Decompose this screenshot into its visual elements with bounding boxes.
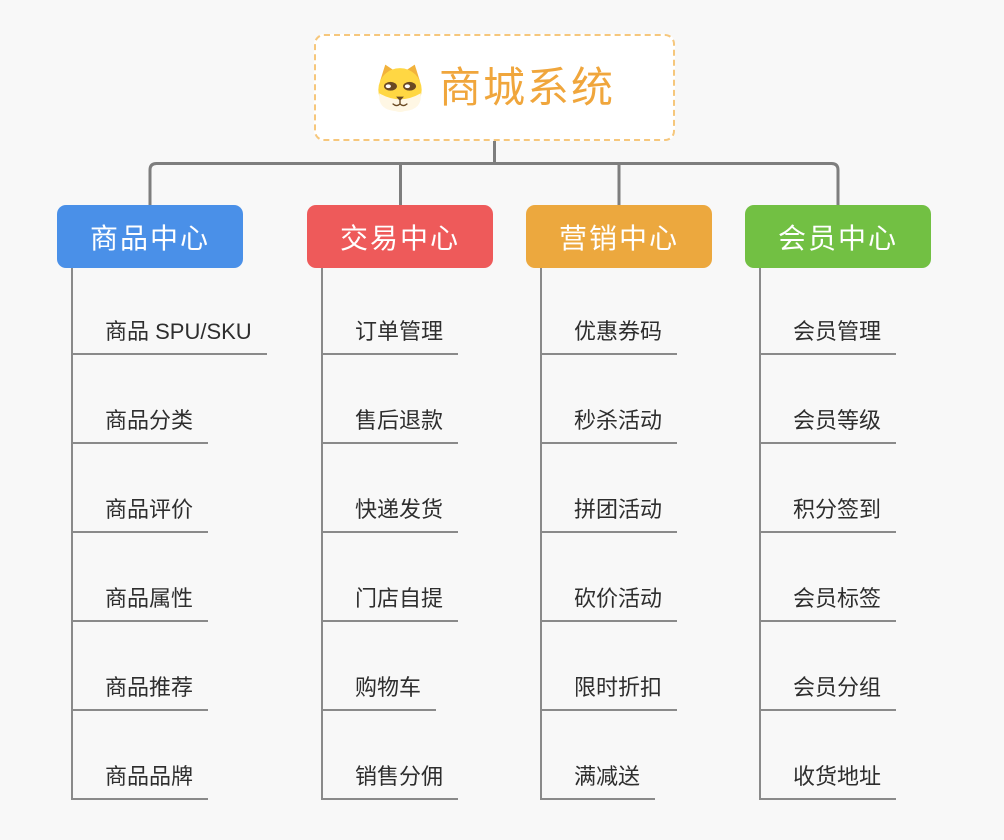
branch-label: 会员中心: [777, 222, 898, 254]
subtopic[interactable]: 优惠券码: [540, 314, 678, 355]
branch-children-product-center: 商品 SPU/SKU 商品分类 商品评价 商品属性 商品推荐 商品品牌: [71, 268, 321, 800]
subtopic-row: 积分签到: [759, 444, 1004, 533]
subtopic-row: 限时折扣: [540, 622, 790, 711]
subtopic-row: 会员分组: [759, 622, 1004, 711]
subtopic-row: 订单管理: [321, 268, 571, 355]
root-topic[interactable]: 商城系统: [314, 34, 675, 141]
subtopic[interactable]: 商品分类: [71, 403, 209, 444]
subtopic-row: 商品分类: [71, 355, 321, 444]
branch-label: 营销中心: [558, 222, 679, 254]
subtopic-row: 商品评价: [71, 444, 321, 533]
branch-label: 商品中心: [89, 222, 210, 254]
subtopic-row: 购物车: [321, 622, 571, 711]
subtopic-row: 商品推荐: [71, 622, 321, 711]
subtopic[interactable]: 秒杀活动: [540, 403, 678, 444]
branch-header-product-center[interactable]: 商品中心: [57, 205, 243, 268]
subtopic[interactable]: 商品属性: [71, 581, 209, 622]
subtopic[interactable]: 商品推荐: [71, 670, 209, 711]
subtopic-row: 优惠券码: [540, 268, 790, 355]
subtopic-row: 会员等级: [759, 355, 1004, 444]
subtopic-row: 砍价活动: [540, 533, 790, 622]
subtopic[interactable]: 砍价活动: [540, 581, 678, 622]
subtopic[interactable]: 限时折扣: [540, 670, 678, 711]
subtopic[interactable]: 销售分佣: [321, 759, 459, 800]
branch-header-member-center[interactable]: 会员中心: [745, 205, 931, 268]
subtopic[interactable]: 商品评价: [71, 492, 209, 533]
subtopic[interactable]: 会员标签: [759, 581, 897, 622]
subtopic-row: 满减送: [540, 711, 790, 800]
subtopic[interactable]: 会员管理: [759, 314, 897, 355]
subtopic[interactable]: 售后退款: [321, 403, 459, 444]
subtopic-row: 商品属性: [71, 533, 321, 622]
subtopic[interactable]: 满减送: [540, 759, 656, 800]
subtopic-row: 售后退款: [321, 355, 571, 444]
subtopic-row: 会员标签: [759, 533, 1004, 622]
subtopic[interactable]: 订单管理: [321, 314, 459, 355]
root-title: 商城系统: [438, 63, 615, 111]
subtopic[interactable]: 购物车: [321, 670, 437, 711]
subtopic[interactable]: 快递发货: [321, 492, 459, 533]
branch-children-member-center: 会员管理 会员等级 积分签到 会员标签 会员分组 收货地址: [759, 268, 1004, 800]
subtopic[interactable]: 商品品牌: [71, 759, 209, 800]
branch-header-marketing-center[interactable]: 营销中心: [526, 205, 712, 268]
subtopic[interactable]: 会员分组: [759, 670, 897, 711]
subtopic-row: 快递发货: [321, 444, 571, 533]
subtopic-row: 商品 SPU/SKU: [71, 268, 321, 355]
subtopic[interactable]: 积分签到: [759, 492, 897, 533]
subtopic-row: 销售分佣: [321, 711, 571, 800]
branch-label: 交易中心: [339, 222, 460, 254]
subtopic[interactable]: 拼团活动: [540, 492, 678, 533]
subtopic-row: 拼团活动: [540, 444, 790, 533]
subtopic-row: 秒杀活动: [540, 355, 790, 444]
dog-face-icon: [374, 62, 426, 114]
subtopic-row: 收货地址: [759, 711, 1004, 800]
branch-children-marketing-center: 优惠券码 秒杀活动 拼团活动 砍价活动 限时折扣 满减送: [540, 268, 790, 800]
subtopic-row: 商品品牌: [71, 711, 321, 800]
subtopic-row: 门店自提: [321, 533, 571, 622]
subtopic[interactable]: 商品 SPU/SKU: [71, 314, 267, 355]
subtopic[interactable]: 收货地址: [759, 759, 897, 800]
branch-children-trade-center: 订单管理 售后退款 快递发货 门店自提 购物车 销售分佣: [321, 268, 571, 800]
subtopic-row: 会员管理: [759, 268, 1004, 355]
subtopic[interactable]: 会员等级: [759, 403, 897, 444]
branch-header-trade-center[interactable]: 交易中心: [307, 205, 493, 268]
subtopic[interactable]: 门店自提: [321, 581, 459, 622]
